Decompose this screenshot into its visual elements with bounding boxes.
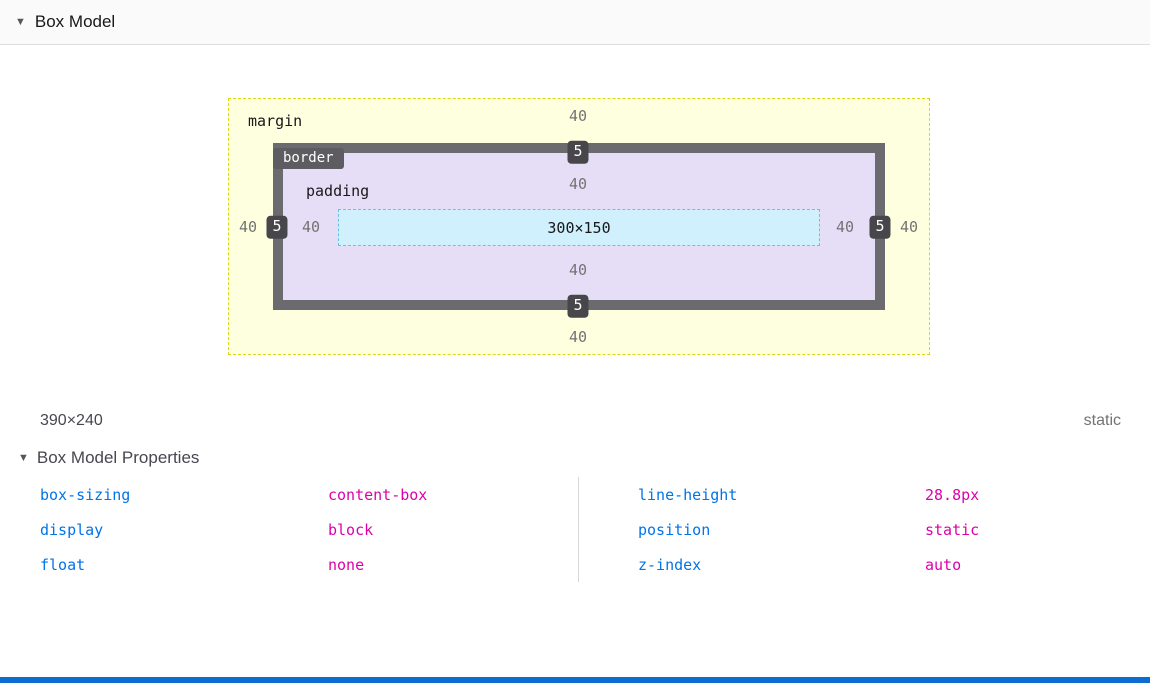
property-name: box-sizing [40,485,131,504]
property-value: content-box [328,485,428,504]
property-value: block [328,520,374,539]
property-value: static [925,520,980,539]
content-region[interactable]: 300×150 [338,209,820,246]
collapse-arrow-icon[interactable]: ▼ [15,15,26,28]
property-name: float [40,555,86,574]
property-name: display [40,520,104,539]
margin-right-value[interactable]: 40 [899,218,919,236]
property-value: 28.8px [925,485,980,504]
property-row: float none [0,547,578,582]
property-row: position static [579,512,1150,547]
content-size-value[interactable]: 300×150 [547,218,611,237]
properties-title: Box Model Properties [36,448,200,467]
property-row: display block [0,512,578,547]
padding-right-value[interactable]: 40 [835,218,855,236]
box-model-section-header[interactable]: ▼ Box Model [0,0,1150,45]
padding-left-value[interactable]: 40 [301,218,321,236]
margin-top-value[interactable]: 40 [568,107,588,125]
property-row: line-height 28.8px [579,477,1150,512]
property-name: position [638,520,711,539]
property-name: z-index [638,555,702,574]
section-title: Box Model [34,12,116,31]
box-model-diagram: 300×150 margin border padding 40 5 40 40… [0,45,1150,390]
padding-label: padding [306,182,370,200]
border-top-value[interactable]: 5 [567,140,589,164]
border-left-value[interactable]: 5 [266,215,288,239]
property-row: box-sizing content-box [0,477,578,512]
collapse-arrow-icon[interactable]: ▼ [18,451,29,464]
border-bottom-value[interactable]: 5 [567,294,589,318]
margin-bottom-value[interactable]: 40 [568,328,588,346]
box-model-properties-header[interactable]: ▼ Box Model Properties [0,448,1150,468]
element-summary: 390×240 static [0,412,1150,430]
property-row: z-index auto [579,547,1150,582]
border-label: border [273,148,344,169]
property-value: auto [925,555,962,574]
border-right-value[interactable]: 5 [869,215,891,239]
properties-grid: box-sizing content-box display block flo… [0,477,1150,582]
padding-bottom-value[interactable]: 40 [568,261,588,279]
element-size: 390×240 [40,412,103,429]
panel-splitter[interactable] [0,677,1150,683]
margin-left-value[interactable]: 40 [238,218,258,236]
properties-column-right: line-height 28.8px position static z-ind… [578,477,1150,582]
element-position: static [1083,412,1121,429]
property-value: none [328,555,365,574]
properties-column-left: box-sizing content-box display block flo… [0,477,578,582]
property-name: line-height [638,485,738,504]
padding-top-value[interactable]: 40 [568,175,588,193]
margin-label: margin [248,112,303,130]
